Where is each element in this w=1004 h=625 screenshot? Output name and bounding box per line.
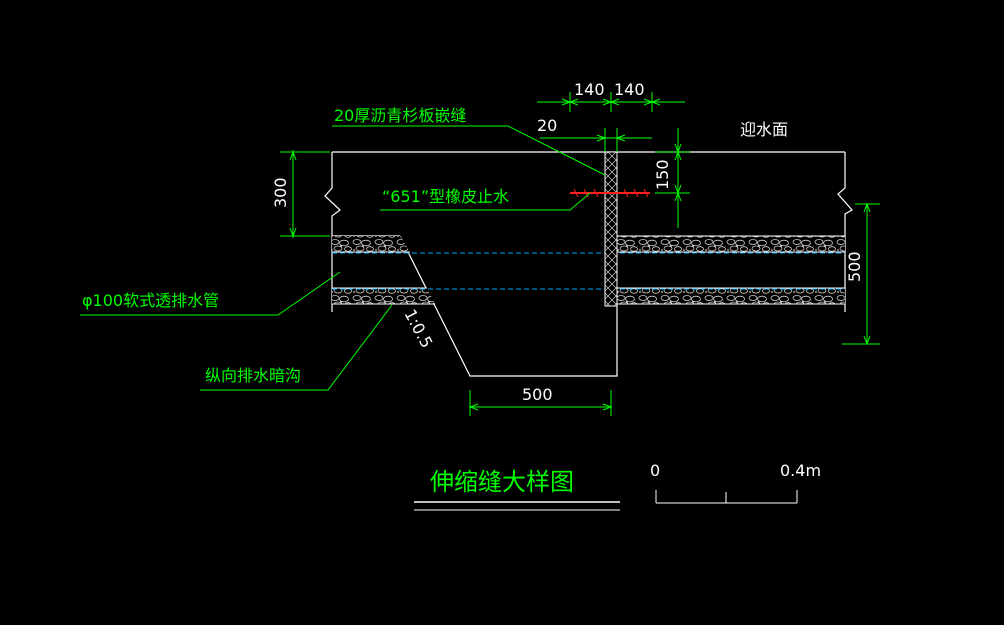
leader-lines — [80, 125, 606, 391]
scale-bar: 0 0.4m — [650, 461, 821, 504]
dim-right-height: 500 — [845, 251, 864, 282]
dim-waterstop-depth: 150 — [653, 159, 672, 190]
dim-gap: 20 — [537, 116, 557, 135]
slope-label: 1:0.5 — [400, 306, 436, 351]
dimension-lines — [280, 92, 880, 416]
gravel-left-lower — [332, 288, 435, 304]
dim-slab-thickness: 300 — [271, 177, 290, 208]
gravel-right-lower — [617, 288, 845, 304]
joint-filler-label: 20厚沥青杉板嵌缝 — [334, 106, 466, 125]
dim-top-right: 140 — [614, 80, 645, 99]
waterstop-label: “651”型橡皮止水 — [382, 187, 509, 206]
gravel-right-upper — [617, 236, 845, 252]
left-break-line — [324, 152, 341, 312]
joint-filler-board — [604, 151, 618, 307]
scale-end: 0.4m — [780, 461, 821, 480]
title-text: 伸缩缝大样图 — [430, 468, 574, 496]
right-break-line — [837, 152, 853, 312]
drain-pipe-label: φ100软式透排水管 — [82, 291, 219, 310]
gravel-layers — [332, 235, 845, 305]
drain-ditch-outline — [399, 235, 618, 377]
slab-structure — [324, 151, 853, 377]
drawing-title: 伸缩缝大样图 — [414, 468, 620, 511]
drain-ditch-label: 纵向排水暗沟 — [205, 366, 301, 385]
dim-ditch-width: 500 — [522, 385, 553, 404]
dimension-texts: 140 140 20 150 300 500 500 — [271, 80, 864, 404]
water-face-label: 迎水面 — [740, 120, 788, 139]
rubber-waterstop — [570, 188, 650, 198]
scale-start: 0 — [650, 461, 660, 480]
dim-top-left: 140 — [574, 80, 605, 99]
pipe-centerlines — [332, 252, 845, 290]
gravel-left-upper — [332, 236, 410, 252]
